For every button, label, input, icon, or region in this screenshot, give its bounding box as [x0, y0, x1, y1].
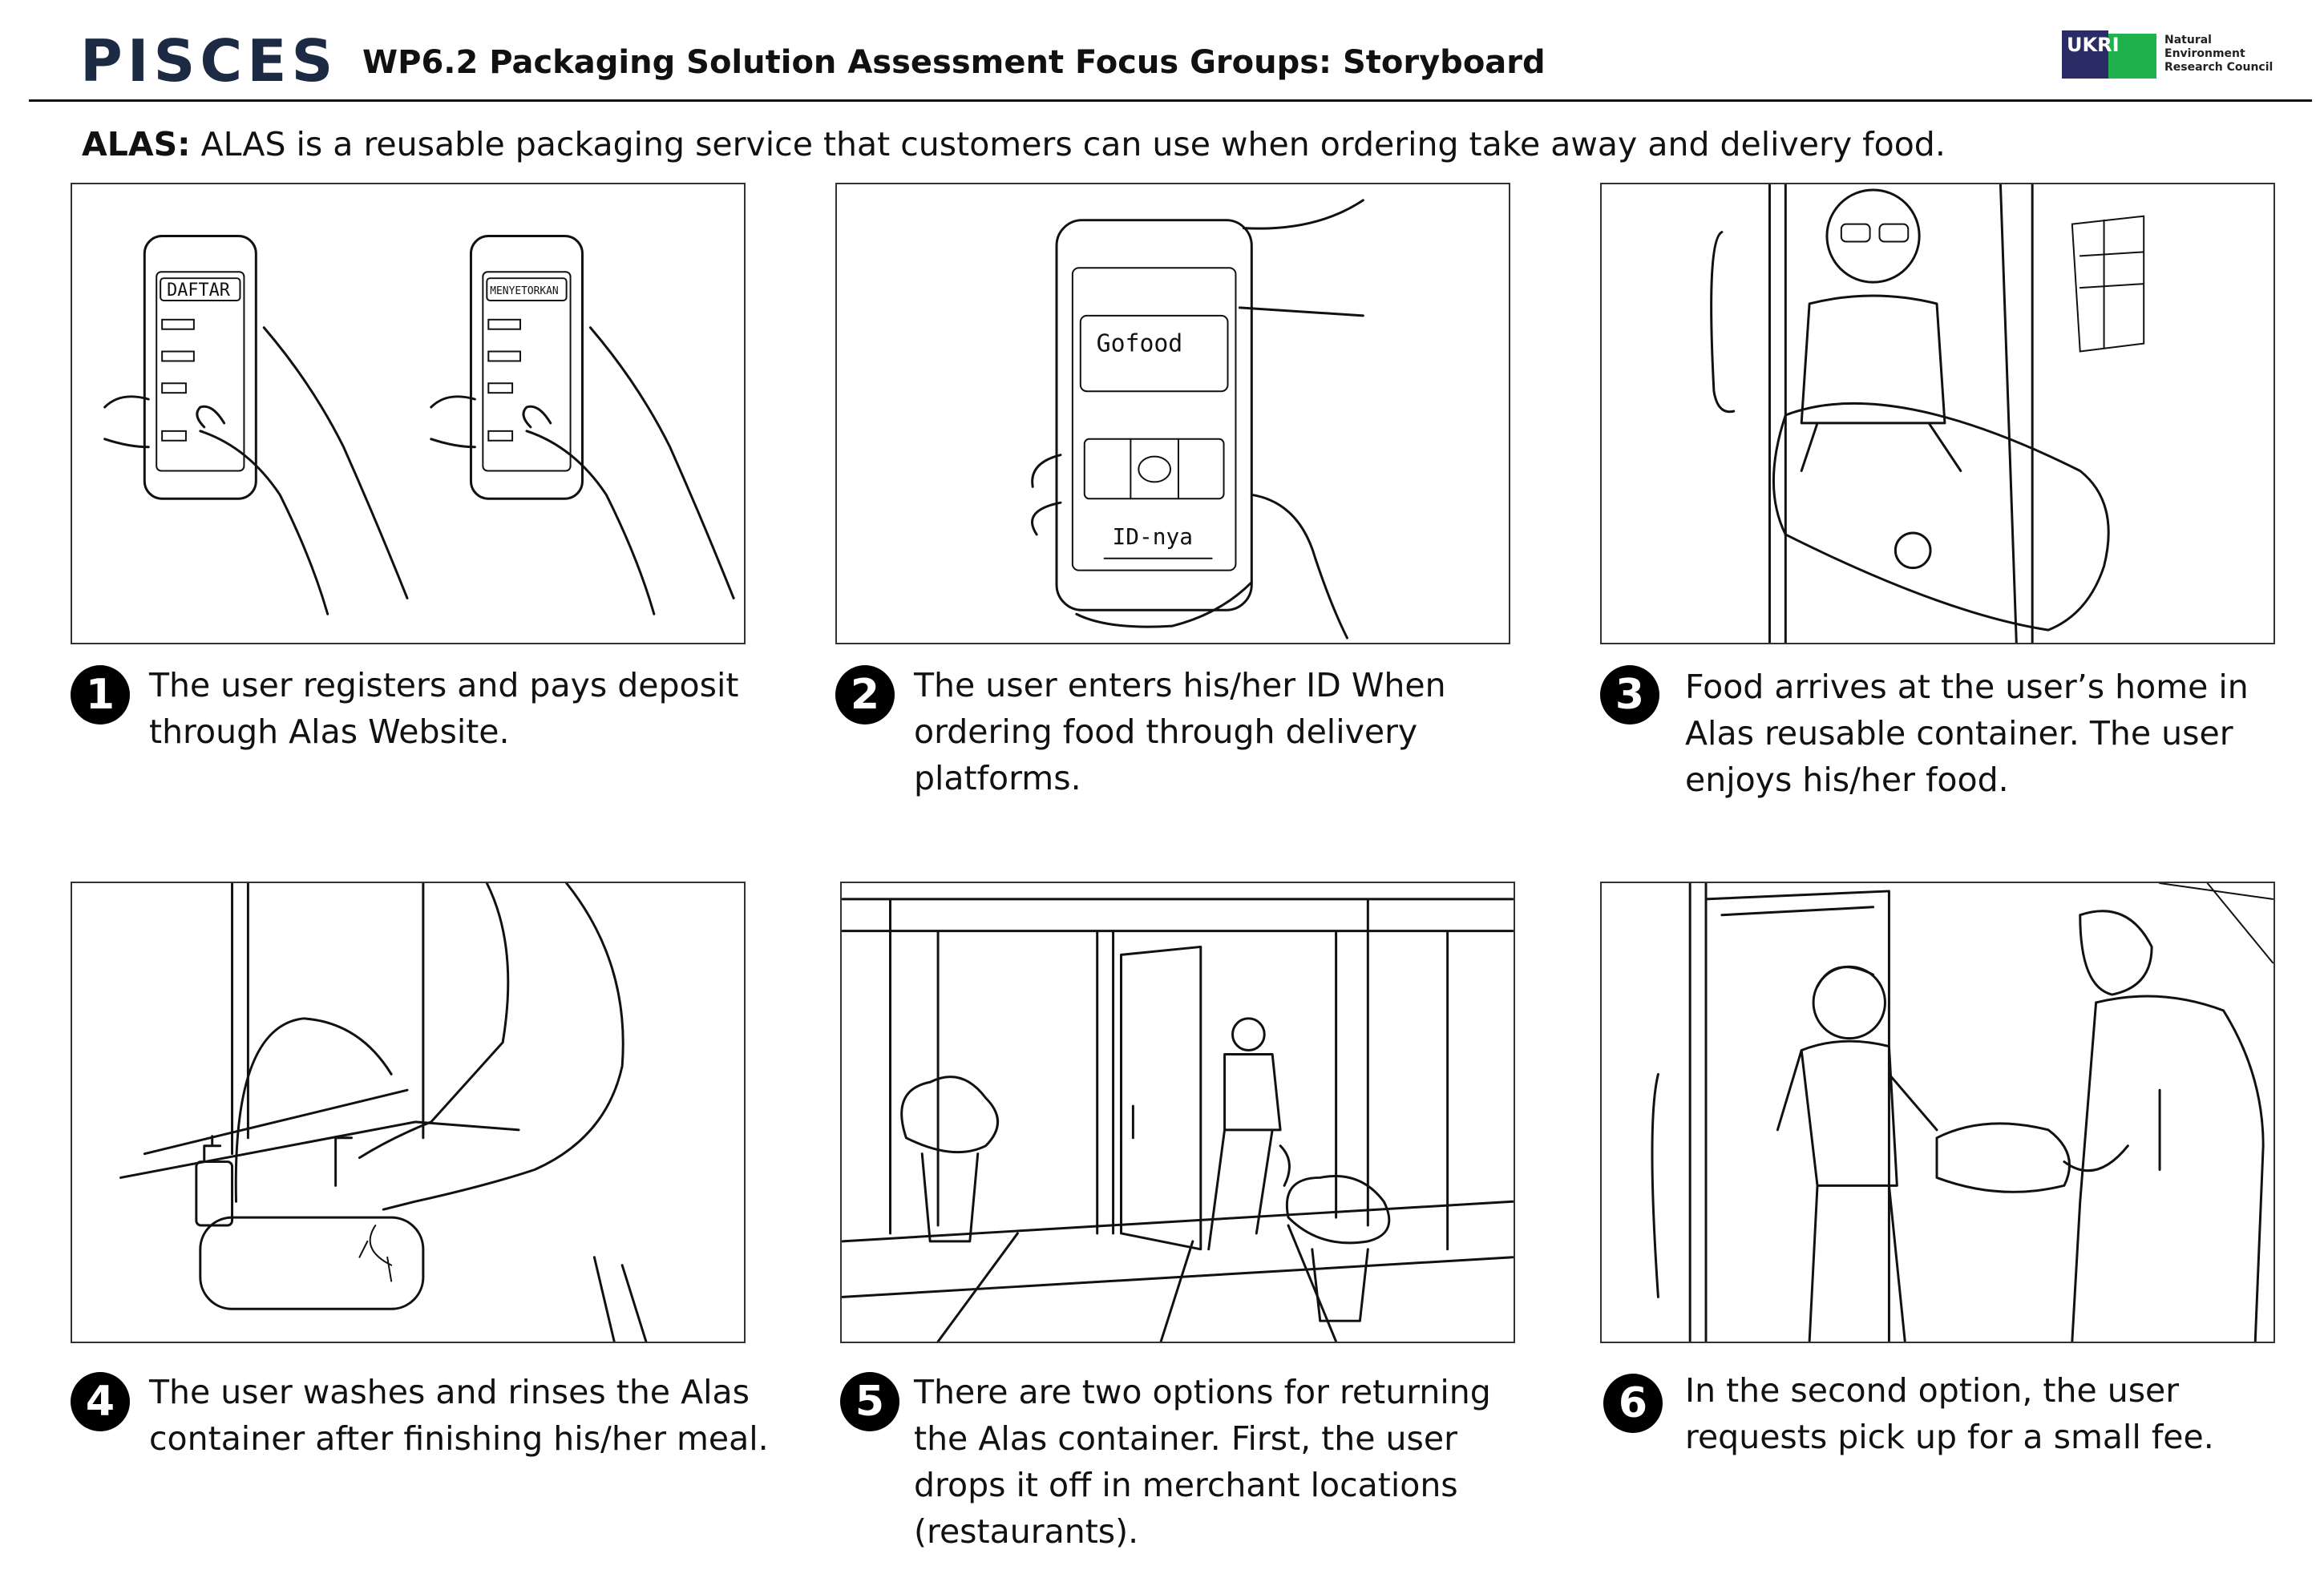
caption-1: The user registers and pays deposit thro… [149, 666, 739, 751]
step-number-6: 6 [1603, 1374, 1663, 1433]
svg-text:ID-nya: ID-nya [1113, 523, 1193, 550]
step-number-2: 2 [835, 665, 895, 724]
caption-6: In the second option, the user requests … [1685, 1371, 2214, 1456]
caption-5: There are two options for returning the … [914, 1373, 1491, 1551]
step-number-3: 3 [1600, 665, 1659, 724]
intro-text: ALAS: ALAS is a reusable packaging servi… [82, 125, 1946, 163]
panel-5-illustration [840, 882, 1515, 1343]
pisces-logo: PISCES [80, 27, 338, 95]
caption-3: Food arrives at the user’s home in Alas … [1685, 668, 2249, 799]
step-number-1: 1 [71, 665, 130, 724]
panel-2-illustration: Gofood ID-nya [835, 183, 1510, 644]
svg-text:Gofood: Gofood [1097, 330, 1183, 358]
panel-1-illustration: DAFTAR MENYETORKAN [71, 183, 746, 644]
page-title: WP6.2 Packaging Solution Assessment Focu… [362, 44, 1546, 81]
ukri-logo: UKRI [2062, 30, 2156, 79]
svg-text:DAFTAR: DAFTAR [167, 280, 231, 301]
step-number-5: 5 [840, 1372, 899, 1431]
header-divider [29, 99, 2312, 102]
panel-6-illustration [1600, 882, 2275, 1343]
caption-2: The user enters his/her ID When ordering… [914, 666, 1446, 797]
nerc-name: Natural Environment Research Council [2164, 34, 2273, 74]
caption-4: The user washes and rinses the Alas cont… [149, 1373, 769, 1458]
svg-text:UKRI: UKRI [2067, 34, 2120, 56]
panel-4-illustration [71, 882, 746, 1343]
svg-text:MENYETORKAN: MENYETORKAN [490, 285, 558, 297]
phone-left: DAFTAR [103, 235, 409, 615]
panel-3-illustration [1600, 183, 2275, 644]
step-number-4: 4 [71, 1372, 130, 1431]
phone-right: MENYETORKAN [430, 235, 735, 615]
